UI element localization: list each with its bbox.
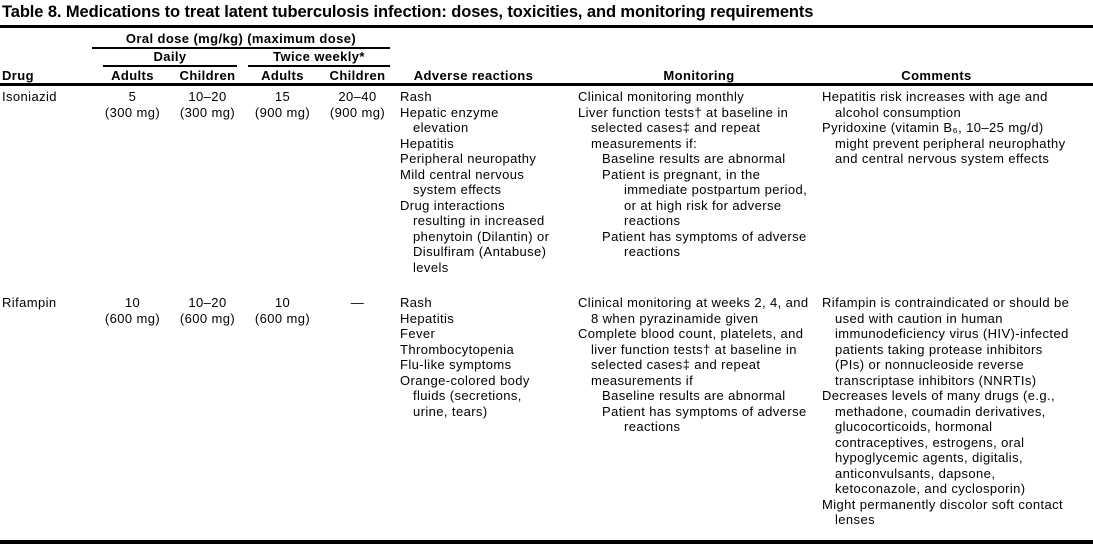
adverse-reactions-column-header: Adverse reactions <box>413 68 534 83</box>
top-rule <box>0 25 1093 28</box>
page-title: Table 8. Medications to treat latent tub… <box>2 3 814 21</box>
dose-value: 10 <box>124 295 141 310</box>
cell-text-item: Rifampin is contraindicated or should be… <box>822 295 1070 388</box>
drug-name: Rifampin <box>2 295 57 310</box>
dose-cell-twice-adults: 15 (900 mg) <box>245 89 320 120</box>
comments-column-header: Comments <box>901 68 972 83</box>
cell-text-item: Patient is pregnant, in the immediate po… <box>602 166 808 229</box>
cell-text-item: Might permanently discolor soft contact … <box>822 496 1064 528</box>
cell-text-item: Fever <box>400 326 436 341</box>
cell-text-item: Patient has symptoms of adverse reaction… <box>602 228 807 260</box>
dose-value: 10–20 <box>188 295 227 310</box>
cell-text-item: Mild central nervous system effects <box>400 166 525 198</box>
header-rule <box>0 83 1093 86</box>
cell-text-item: Hepatitis risk increases with age and al… <box>822 89 1048 120</box>
dose-value: 5 <box>128 89 137 104</box>
dose-max: (300 mg) <box>179 104 236 120</box>
dose-value: 15 <box>274 89 291 104</box>
cell-text-item: Clinical monitoring monthly <box>578 89 745 104</box>
cell-text-item: Decreases levels of many drugs (e.g., me… <box>822 388 1056 496</box>
cell-text-item: Liver function tests† at baseline in sel… <box>578 104 789 151</box>
table-row-isoniazid: Isoniazid 5 (300 mg) 10–20 (300 mg) 15 (… <box>0 89 1093 275</box>
dose-max: (600 mg) <box>179 310 236 326</box>
dose-cell-twice-adults: 10 (600 mg) <box>245 295 320 326</box>
cell-text-item: Clinical monitoring at weeks 2, 4, and 8… <box>578 295 809 326</box>
dose-value: 10 <box>274 295 291 310</box>
daily-subheader: Daily <box>103 49 237 67</box>
cell-text-item: Patient has symptoms of adverse reaction… <box>602 403 807 435</box>
cell-text-item: Baseline results are abnormal <box>602 388 786 403</box>
drug-name: Isoniazid <box>2 89 57 104</box>
dose-cell-twice-children: — <box>320 295 395 311</box>
cell-text-item: Hepatitis <box>400 135 455 151</box>
dose-cell-twice-children: 20–40 (900 mg) <box>320 89 395 120</box>
comments-cell: Rifampin is contraindicated or should be… <box>820 295 1093 528</box>
comments-cell: Hepatitis risk increases with age and al… <box>820 89 1093 167</box>
cell-text-item: Thrombocytopenia <box>400 341 515 357</box>
dose-group-header: Oral dose (mg/kg) (maximum dose) <box>92 31 390 49</box>
dose-value: 20–40 <box>338 89 377 104</box>
cell-text-item: Rash <box>400 89 432 104</box>
cell-text-item: Baseline results are abnormal <box>602 151 786 166</box>
cell-text-item: Flu-like symptoms <box>400 357 512 372</box>
dose-value: 10–20 <box>188 89 227 104</box>
cell-text-item: Peripheral neuropathy <box>400 151 537 166</box>
cell-text-item: Hepatitis <box>400 310 455 326</box>
daily-children-column-header: Children <box>179 68 236 83</box>
dose-max: (600 mg) <box>104 310 161 326</box>
dose-max: (900 mg) <box>254 104 311 120</box>
dose-group-header-row: Oral dose (mg/kg) (maximum dose) <box>0 30 1093 49</box>
cell-text-item: Pyridoxine (vitamin B₆, 10–25 mg/d) migh… <box>822 120 1066 166</box>
cell-text-item: Complete blood count, platelets, and liv… <box>578 326 804 388</box>
dose-max: (900 mg) <box>329 104 386 120</box>
twice-adults-column-header: Adults <box>261 68 304 83</box>
dose-max: (300 mg) <box>104 104 161 120</box>
cell-text-item: Rash <box>400 295 432 310</box>
cell-text-item: Drug interactions resulting in increased… <box>400 197 550 275</box>
dose-cell-daily-adults: 10 (600 mg) <box>95 295 170 326</box>
monitoring-column-header: Monitoring <box>663 68 735 83</box>
drug-column-header: Drug <box>2 68 34 83</box>
dose-max: (600 mg) <box>254 310 311 326</box>
daily-adults-column-header: Adults <box>111 68 154 83</box>
monitoring-cell: Clinical monitoring at weeks 2, 4, and 8… <box>578 295 820 435</box>
column-header-row: Drug Adults Children Adults Children Adv… <box>0 67 1093 83</box>
twice-weekly-subheader: Twice weekly* <box>248 49 390 67</box>
twice-children-column-header: Children <box>329 68 386 83</box>
table-row-rifampin: Rifampin 10 (600 mg) 10–20 (600 mg) 10 (… <box>0 295 1093 528</box>
cell-text-item: Orange-colored body fluids (secretions, … <box>400 372 530 419</box>
dose-cell-daily-children: 10–20 (300 mg) <box>170 89 245 120</box>
dose-cell-daily-adults: 5 (300 mg) <box>95 89 170 120</box>
dose-cell-daily-children: 10–20 (600 mg) <box>170 295 245 326</box>
cell-text-item: Hepatic enzyme elevation <box>400 104 499 136</box>
bottom-rule <box>0 540 1093 544</box>
dose-value: — <box>350 295 365 310</box>
dose-subgroup-header-row: Daily Twice weekly* <box>0 49 1093 67</box>
